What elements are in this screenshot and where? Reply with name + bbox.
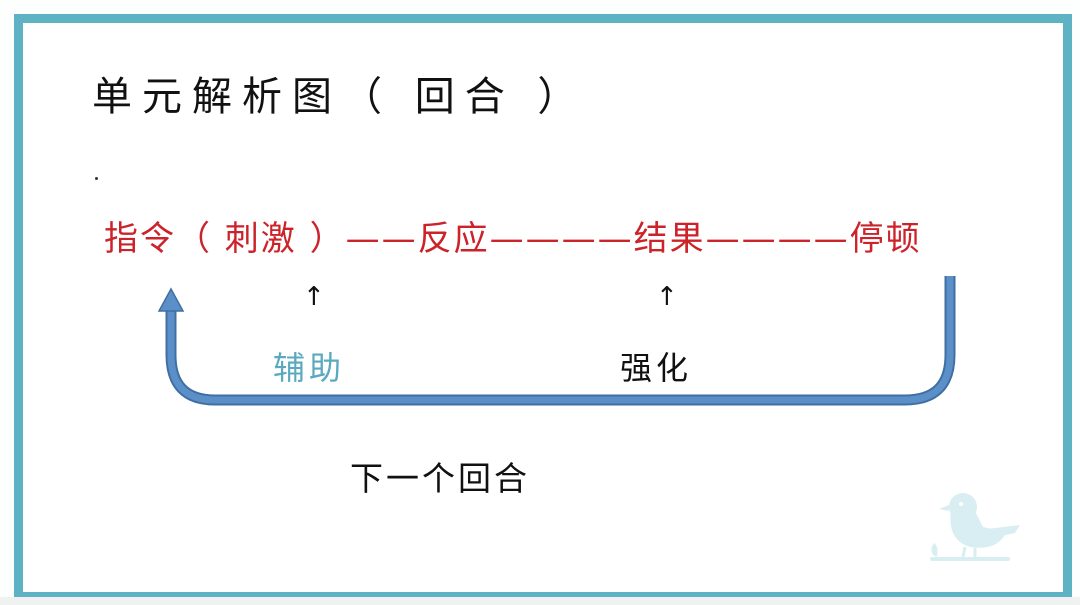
chain-pause: 停顿 [849,219,922,259]
label-assist: 辅助 [273,349,346,387]
bottom-strip [0,597,1080,605]
process-chain: 指令（ 刺激 ）——反应————结果————停顿 [104,211,922,260]
loop-arrow-body [165,276,956,406]
chain-connector-1: —— [345,219,418,259]
label-next-round: 下一个回合 [350,459,530,498]
bird-icon [930,493,1020,561]
up-arrow-reinforce: ↑ [656,282,678,312]
slide-title: 单元解析图（ 回合 ） [92,74,588,120]
chain-connector-3: ———— [705,219,850,259]
slide-frame [14,14,1072,601]
chain-connector-2: ———— [489,219,634,259]
chain-response: 反应 [417,219,490,259]
chain-result: 结果 [633,219,706,259]
up-arrow-assist: ↑ [303,282,325,312]
loop-arrow-head [157,287,185,312]
loop-arrow-fill [167,276,954,404]
stray-dot [95,177,98,180]
chain-instruction: 指令（ 刺激 ） [104,219,346,259]
label-reinforce: 强化 [620,349,693,387]
